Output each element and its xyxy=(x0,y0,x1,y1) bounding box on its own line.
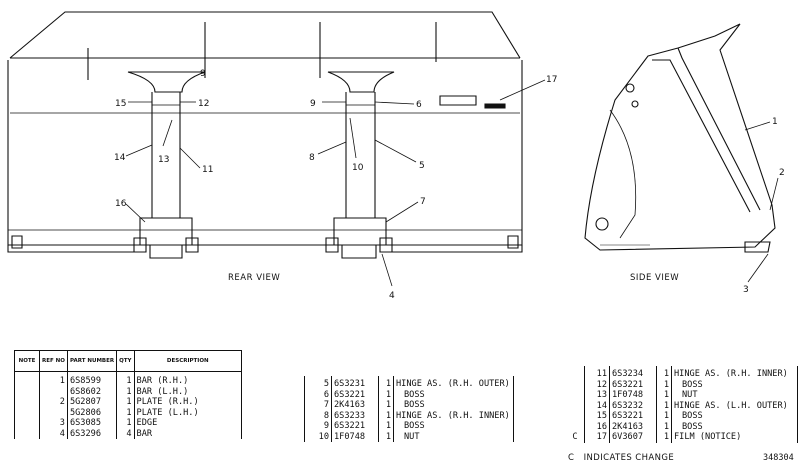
table-row: 5 6S3231 1 HINGE AS. (R.H. OUTER) xyxy=(305,376,514,390)
table-row: 9 6S3221 1 BOSS xyxy=(323,421,425,432)
part-number-header: PART NUMBER xyxy=(66,350,118,372)
table-row: C 17 6V3607 1 FILM (NOTICE) xyxy=(572,432,742,443)
callout-8: 8 xyxy=(309,153,315,163)
callout-9-top: 9 xyxy=(200,69,206,79)
callout-6: 6 xyxy=(416,100,422,110)
table-row: 10 1F0748 1 NUT xyxy=(318,431,420,442)
callout-14: 14 xyxy=(114,153,126,163)
table-row: 11 6S3234 1 HINGE AS. (R.H. INNER) xyxy=(566,366,798,380)
callout-3: 3 xyxy=(743,285,749,295)
callout-labels: 15 12 14 13 11 16 9 9 6 8 10 5 7 4 17 1 … xyxy=(114,69,785,301)
table-row: 7 2K4163 1 BOSS xyxy=(323,400,425,411)
table-row: 15 6S3221 1 BOSS xyxy=(566,411,798,422)
change-footnote: C INDICATES CHANGE xyxy=(568,453,675,463)
rear-view-caption: REAR VIEW xyxy=(228,273,280,283)
ref-no-header: REF NO xyxy=(39,350,68,372)
table-row: 16 2K4163 1 BOSS xyxy=(566,421,798,432)
callout-16: 16 xyxy=(115,199,127,209)
rear-leader-lines xyxy=(125,79,546,287)
note-header: NOTE xyxy=(14,350,40,372)
callout-1: 1 xyxy=(772,117,778,127)
callout-13: 13 xyxy=(158,155,169,165)
table-header: NOTE REF NO PART NUMBER QTY DESCRIPTION xyxy=(14,350,243,372)
callout-10: 10 xyxy=(352,163,364,173)
table-row: 12 6S3221 1 BOSS xyxy=(566,379,798,390)
rear-view-bucket xyxy=(7,11,523,259)
table-row: 6 6S3221 1 BOSS xyxy=(323,389,425,400)
parts-list-table-1: NOTE REF NO PART NUMBER QTY DESCRIPTION … xyxy=(14,350,243,439)
table-row: 3 6S3085 1 EDGE xyxy=(14,418,243,429)
table-row: 8 6S3233 1 HINGE AS. (R.H. INNER) xyxy=(323,410,510,421)
callout-15: 15 xyxy=(115,99,126,109)
table-row: 2 5G2807 1 PLATE (R.H.) xyxy=(14,397,243,408)
callout-2: 2 xyxy=(779,168,785,178)
table-row: 14 6S3232 1 HINGE AS. (L.H. OUTER) xyxy=(566,400,798,411)
parts-list-table-3: 11 6S3234 1 HINGE AS. (R.H. INNER) 12 6S… xyxy=(566,366,798,443)
callout-17: 17 xyxy=(546,75,557,85)
callout-11: 11 xyxy=(202,165,213,175)
callout-12: 12 xyxy=(198,99,209,109)
callout-4: 4 xyxy=(389,291,395,301)
description-header: DESCRIPTION xyxy=(133,350,243,372)
qty-header: QTY xyxy=(116,350,135,372)
table-row: 1 6S8599 1 BAR (R.H.) xyxy=(14,371,243,387)
table-row: 4 6S3296 4 BAR xyxy=(14,428,243,439)
side-view-bucket xyxy=(584,23,779,283)
table-row: 13 1F0748 1 NUT xyxy=(566,390,798,401)
parts-list-table-2: 5 6S3231 1 HINGE AS. (R.H. OUTER) 6 6S32… xyxy=(304,376,514,442)
callout-7: 7 xyxy=(420,197,426,207)
side-view-caption: SIDE VIEW xyxy=(630,273,679,283)
callout-9: 9 xyxy=(310,99,316,109)
drawing-number: 348304 xyxy=(763,453,794,463)
callout-5: 5 xyxy=(419,161,425,171)
table-row: 5G2806 1 PLATE (L.H.) xyxy=(14,407,243,418)
table-row: 6S8602 1 BAR (L.H.) xyxy=(14,386,243,397)
